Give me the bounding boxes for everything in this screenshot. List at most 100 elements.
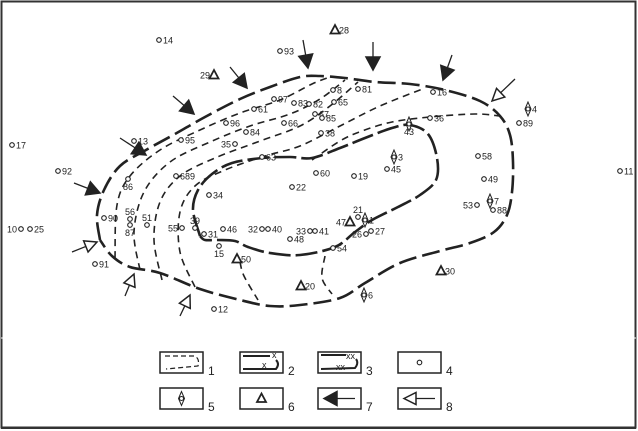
point-label: 32: [248, 225, 258, 235]
circle-marker-icon: [156, 37, 162, 43]
point-label: 63: [266, 153, 276, 163]
sample-point: 49: [481, 175, 498, 185]
circle-marker-icon: [306, 101, 312, 107]
diamond-marker-icon: [361, 211, 369, 229]
sample-point: 67: [312, 110, 329, 120]
dashed-isoline: [239, 261, 259, 301]
point-label: 40: [272, 225, 282, 235]
sample-point: 97: [271, 95, 288, 105]
point-label: 89: [523, 119, 533, 129]
circle-marker-icon: [211, 306, 217, 312]
sample-point: 13: [131, 137, 148, 147]
sample-point: 25: [27, 225, 44, 235]
triangle-marker-icon: [208, 68, 220, 80]
sample-point: 32: [248, 225, 265, 235]
circle-marker-icon: [9, 142, 15, 148]
sample-point: 12: [211, 305, 228, 315]
sample-point: 96: [223, 119, 240, 129]
sample-point: 30: [435, 264, 455, 277]
circle-marker-icon: [232, 141, 238, 147]
circle-marker-icon: [179, 225, 185, 231]
point-label: 97: [278, 95, 288, 105]
sample-point: 56: [125, 207, 135, 222]
point-label: 10: [7, 225, 17, 235]
circle-marker-icon: [289, 184, 295, 190]
sample-point: 46: [220, 225, 237, 235]
sample-point: 6: [360, 286, 373, 304]
hollow-arrow-icon: [490, 78, 516, 103]
point-label: 4: [532, 105, 537, 115]
xx-mark-icon: xx: [336, 362, 346, 372]
point-label: 6: [368, 291, 373, 301]
circle-marker-icon: [18, 226, 24, 232]
xx-line-icon: [320, 354, 359, 370]
sample-point: 89: [516, 119, 533, 129]
point-label: 36: [434, 114, 444, 124]
circle-marker-icon: [617, 168, 623, 174]
dashed-line-icon: [165, 355, 200, 370]
triangle-marker-icon: [231, 252, 243, 264]
circle-marker-icon: [206, 192, 212, 198]
point-label: 53: [463, 201, 473, 211]
dashed-isoline: [133, 79, 346, 271]
point-label: 27: [375, 227, 385, 237]
point-label: 47: [336, 218, 346, 228]
point-label: 90: [108, 214, 118, 224]
circle-marker-icon: [101, 215, 107, 221]
solid-arrow-icon: [297, 39, 314, 70]
triangle-marker-icon: [295, 279, 307, 291]
sample-point: 83: [291, 99, 308, 109]
circle-marker-icon: [368, 228, 374, 234]
solid-arrow-icon: [172, 95, 196, 116]
sample-point: 19: [351, 172, 368, 182]
circle-marker-icon: [259, 154, 265, 160]
point-label: 51: [142, 213, 152, 223]
point-label: 20: [305, 282, 315, 292]
sample-point: 689: [173, 172, 195, 182]
point-label: 12: [218, 305, 228, 315]
sample-point: 45: [384, 165, 401, 175]
legend-item: 5: [159, 387, 215, 414]
sample-point: 35: [221, 140, 238, 150]
solid-arrow-icon: [119, 137, 148, 156]
point-label: 91: [99, 260, 109, 270]
sample-point: 55: [168, 224, 185, 234]
circle-marker-icon: [259, 226, 265, 232]
point-label: 48: [294, 235, 304, 245]
point-label: 3: [398, 153, 403, 163]
point-label: 92: [62, 167, 72, 177]
circle-marker-icon: [216, 243, 222, 249]
point-label: 15: [214, 249, 224, 259]
circle-marker-icon: [178, 137, 184, 143]
point-label: 38: [325, 129, 335, 139]
circle-marker-icon: [223, 120, 229, 126]
circle-marker-icon: [330, 245, 336, 251]
x-mark-icon: x: [272, 350, 277, 360]
sample-point: 27: [368, 227, 385, 237]
sample-point: 20: [295, 279, 315, 292]
sample-point: 28: [329, 23, 349, 36]
point-label: 17: [16, 141, 26, 151]
circle-marker-icon: [220, 226, 226, 232]
hollow-arrow-icon: [71, 240, 99, 254]
x-mark-icon: x: [262, 360, 267, 370]
legend-item: 1: [159, 351, 215, 378]
legend-number: 3: [366, 364, 373, 378]
hollow-arrow-icon: [122, 272, 136, 297]
point-label: 29: [200, 71, 210, 81]
point-label: 35: [221, 140, 231, 150]
circle-marker-icon: [355, 214, 361, 220]
sample-point: 87: [125, 222, 135, 238]
legend-item: 8: [397, 387, 453, 414]
sample-point: 53: [463, 201, 480, 211]
point-label: 67: [319, 110, 329, 120]
circle-marker-icon: [173, 173, 179, 179]
sample-point: 17: [9, 141, 26, 151]
circle-marker-icon: [131, 138, 137, 144]
point-label: 58: [482, 152, 492, 162]
point-label: 1: [369, 216, 374, 226]
circle-marker-icon: [281, 120, 287, 126]
solid-arrow-icon: [364, 42, 382, 72]
